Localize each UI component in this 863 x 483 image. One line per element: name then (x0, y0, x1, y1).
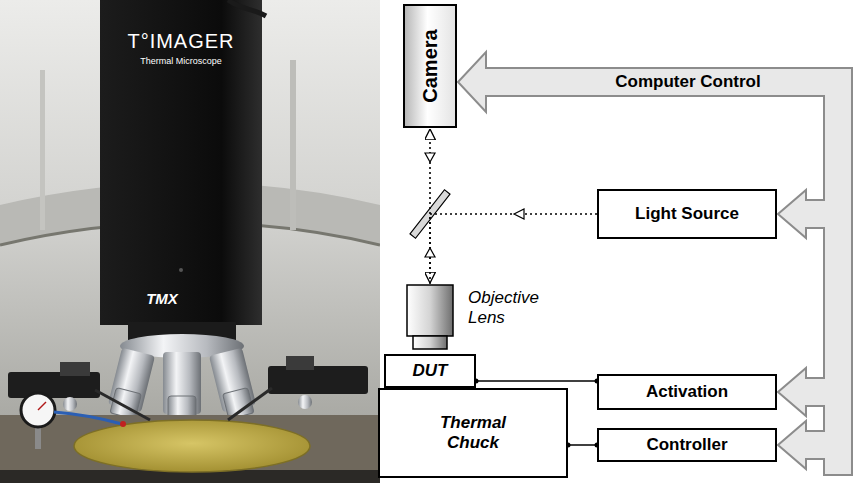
light-path (430, 214, 597, 283)
lens-barrel (407, 285, 453, 336)
product-label: Thermal Microscope (100, 56, 262, 66)
node-label: Activation (646, 382, 728, 402)
objective-lens: Objective Lens (406, 284, 454, 350)
control-arrowhead (778, 190, 806, 238)
camera-box: Camera (403, 4, 457, 128)
node-label: Objective Lens (468, 288, 552, 327)
node-label: Light Source (635, 204, 739, 224)
dut-box: DUT (384, 354, 476, 388)
light-source-box: Light Source (597, 189, 777, 239)
light-direction-arrow (425, 248, 435, 257)
control-arrowhead (778, 421, 806, 469)
lens-tip (413, 336, 447, 349)
controller-box: Controller (597, 428, 777, 462)
node-label: DUT (413, 361, 448, 381)
node-label: Camera (419, 29, 442, 102)
control-arrow-outline (486, 67, 612, 97)
thermal-chuck-box: Thermal Chuck (378, 388, 568, 478)
activation-box: Activation (597, 374, 777, 410)
signal-wire (568, 444, 597, 446)
light-direction-arrow (514, 209, 524, 219)
signal-wire (476, 380, 597, 382)
node-label: Computer Control (615, 72, 760, 92)
light-direction-arrow (425, 153, 435, 162)
control-arrowhead (458, 52, 486, 112)
lens-shape (406, 284, 454, 350)
instrument-photo (0, 0, 380, 483)
control-arrowhead (778, 368, 806, 416)
control-arrow (486, 69, 612, 95)
brand-label: T°IMAGER (100, 30, 262, 53)
control-bus-label: Computer Control (612, 68, 764, 96)
light-path (429, 129, 431, 284)
logo-label: TMX (140, 290, 184, 307)
control-bus-outline (590, 82, 838, 476)
control-bus (590, 82, 838, 474)
node-label: Thermal Chuck (432, 413, 514, 452)
node-label: Controller (646, 435, 727, 455)
